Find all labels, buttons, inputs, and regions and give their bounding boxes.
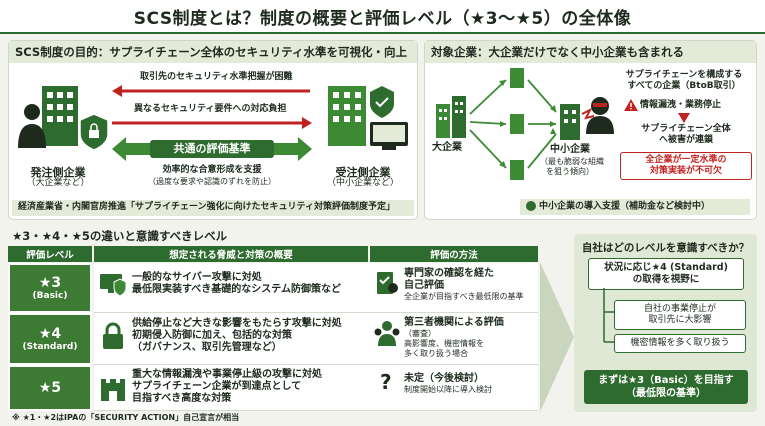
method-4: 第三者機関による評価（審査）高影響度、機密情報を多く取り扱う場合 [404,317,504,358]
note-leak: 情報漏洩・業務停止 [640,100,722,110]
common-standard-label: 共通の評価基準 [150,140,274,158]
supplier-company-icon [328,86,408,150]
threat-3: 一般的なサイバー攻撃に対処最低限実装すべき基礎的なシステム防御策など [132,272,341,295]
lock-icon [103,322,123,349]
purpose-header: SCS制度の目的：サプライチェーン全体のセキュリティ水準を可視化・向上 [9,41,417,63]
level-cell-5: ★5 [8,365,92,411]
expert-check-icon [377,272,398,294]
network-diagram [436,68,614,180]
supplier-company-sub: （中小企業など） [326,178,399,188]
footnote: ※ ★1・★2はIPAの「SECURITY ACTION」自己宣言が相当 [12,413,240,422]
side-box-impact: 自社の事業停止が取引先に大影響 [614,300,746,330]
client-company-label: 発注側企業 [30,166,86,179]
col-threat-header: 想定される脅威と対策の概要 [94,246,368,262]
small-company-sub-2: を狙う傾向） [546,167,594,176]
big-company-label: 大企業 [432,142,462,153]
threat-5: 重大な情報漏洩や事業停止級の攻撃に対処サプライチェーン企業が到達点として目指すべ… [132,369,322,404]
common-sub-1: 効率的な合意形成を支援 [162,165,262,175]
note-required: 全企業が一定水準の対策実装が不可欠 [620,152,752,180]
col-method-header: 評価の方法 [370,246,538,262]
method-5: 未定（今後検討）制度開始以降に導入検討 [404,373,492,394]
support-strip: 中小企業の導入支援（補助金など検討中） [520,199,750,215]
note-all-companies: サプライチェーンを構成するすべての企業（BtoB取引） [625,70,743,91]
side-box-basic: まずは★3（Basic）を目指す（最低限の基準） [584,370,748,404]
level-row-3 [94,263,538,313]
purpose-footer: 経済産業省・内閣官房推進「サプライチェーン強化に向けたセキュリティ対策評価制度予… [12,200,414,216]
red-arrow-left [112,85,310,97]
side-connector [603,288,614,343]
arrow-text-2: 異なるセキュリティ要件への対応負担 [134,104,287,114]
monitor-shield-icon [100,274,126,296]
small-company-label: 中小企業 [550,144,590,155]
col-level-header: 評価レベル [8,246,92,262]
arrow-text-1: 取引先のセキュリティ水準把握が困難 [140,72,293,82]
side-box-confidential: 機密情報を多く取り扱う [614,334,746,353]
threat-4: 供給停止など大きな影響をもたらす攻撃に対処初期侵入防御に加え、包括的な対策（ガバ… [132,318,342,353]
levels-header: ★3・★4・★5の違いと意識すべきレベル [12,229,228,243]
auditors-icon [374,321,400,346]
down-arrow-icon [678,113,690,123]
red-arrow-right [112,117,312,129]
level-cell-4: ★4(Standard) [8,313,92,365]
page-title: SCS制度とは？制度の概要と評価レベル（★3〜★5）の全体像 [0,0,765,34]
level-cell-3: ★3(Basic) [8,263,92,313]
coin-icon [526,201,536,211]
note-chain: サプライチェーン全体へ被害が連鎖 [641,124,731,145]
target-header: 対象企業：大企業だけでなく中小企業も含まれる [425,41,756,63]
big-right-arrow [540,262,574,412]
question-icon: ? [380,370,392,394]
small-company-sub-1: （最も脆弱な組織 [540,157,604,166]
level-row-4 [94,313,538,365]
common-sub-2: （過度な要求や認識のずれを防止） [148,177,276,186]
warning-icon [624,99,638,111]
castle-icon [101,379,125,401]
level-row-5 [94,365,538,411]
method-3: 専門家の確認を経た自己評価全企業が目指すべき最低限の基準 [404,268,524,301]
side-header: 自社はどのレベルを意識すべきか？ [581,242,750,254]
side-box-standard: 状況に応じ★4 (Standard)の取得を視野に [588,258,744,290]
supplier-company-label: 受注側企業 [335,166,391,179]
client-company-icon [18,86,109,151]
client-company-sub: （大企業など） [26,178,90,188]
